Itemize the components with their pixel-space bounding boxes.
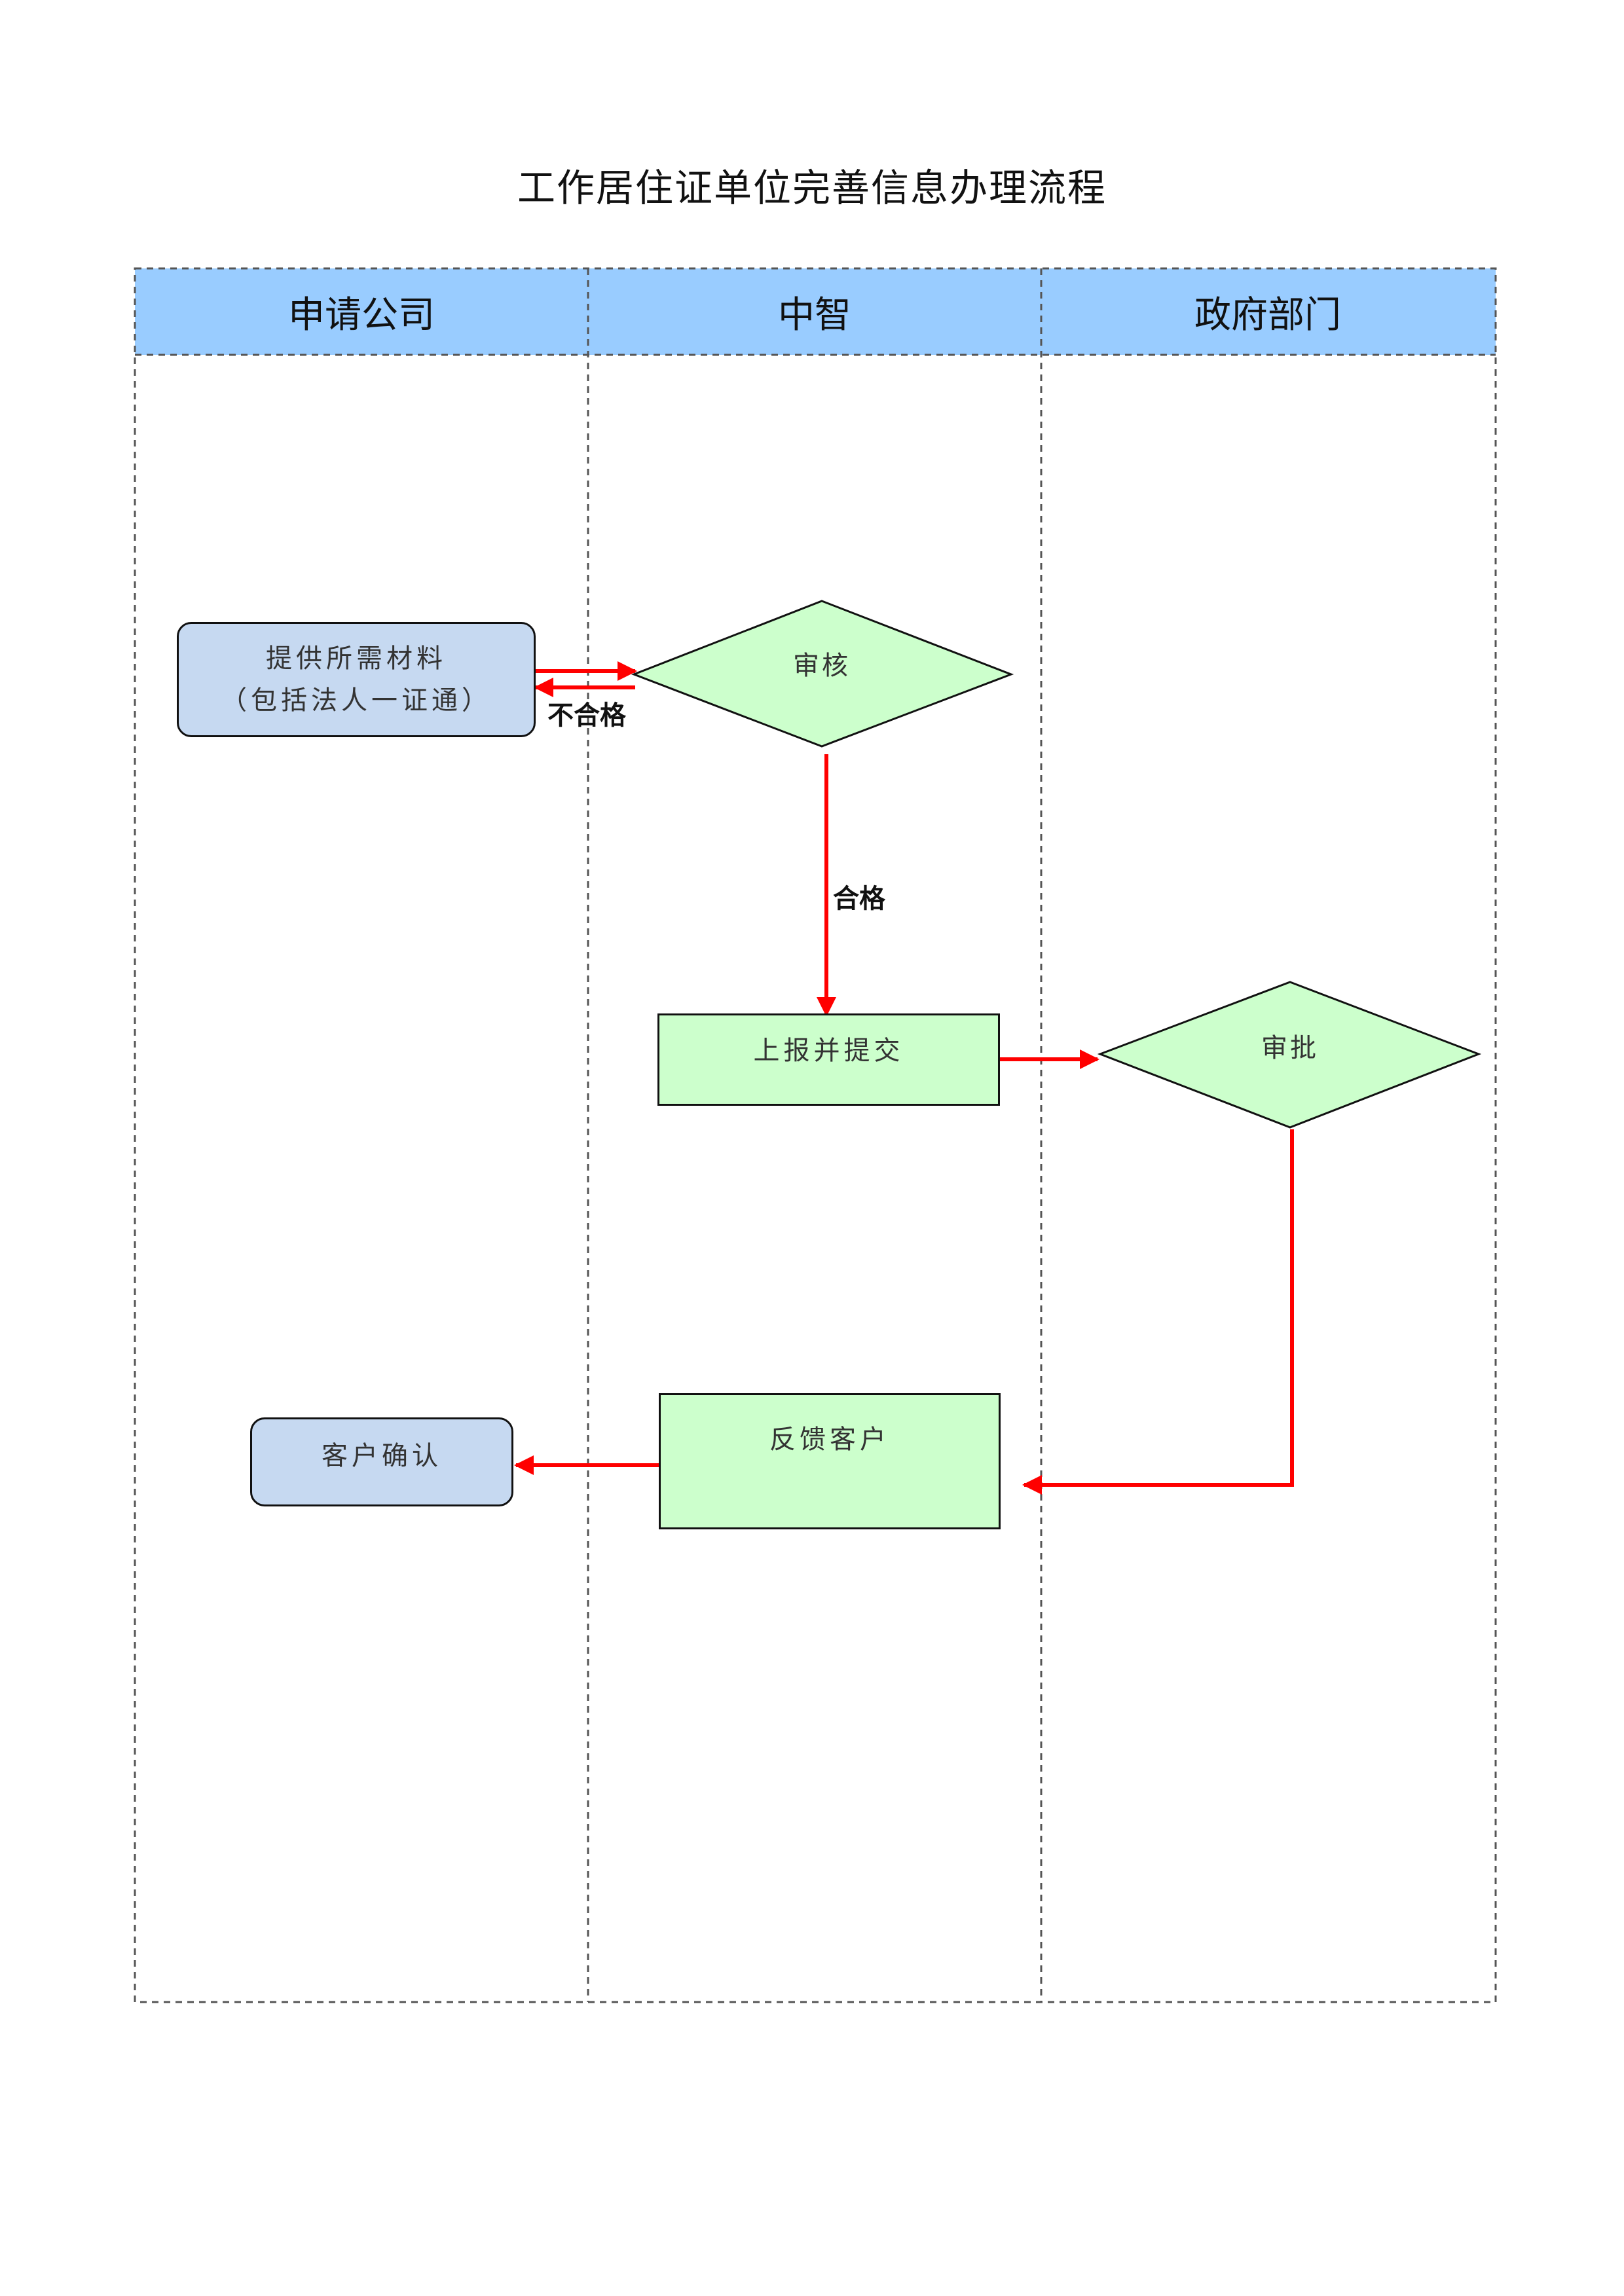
edge-label-qualified: 合格 xyxy=(833,884,885,914)
approve-label: 审批 xyxy=(1261,1033,1319,1063)
swimlane-outer-border xyxy=(134,267,1497,2003)
provide-materials-line1: 提供所需材料 xyxy=(266,644,447,674)
edge-label-unqualified: 不合格 xyxy=(547,701,626,731)
arrow-approve-to-feedback xyxy=(1022,1129,1294,1495)
swimlane-header-band xyxy=(135,268,1496,355)
review-diamond xyxy=(631,600,1014,748)
report-submit-label: 上报并提交 xyxy=(753,1036,904,1066)
customer-confirm-label: 客户确认 xyxy=(322,1441,442,1471)
swimlane-grid xyxy=(134,267,1497,2003)
approve-diamond xyxy=(1097,981,1482,1129)
lane-header-applicant: 申请公司 xyxy=(288,293,435,337)
page-title: 工作居住证单位完善信息办理流程 xyxy=(517,166,1107,210)
feedback-customer-label: 反馈客户 xyxy=(769,1425,890,1455)
provide-materials-line2: （包括法人一证通） xyxy=(221,685,492,716)
customer-confirm-node: 客户确认 xyxy=(250,1417,513,1506)
report-submit-node: 上报并提交 xyxy=(657,1013,1000,1106)
lane-header-zhongzhi: 中智 xyxy=(778,293,851,337)
review-label: 审核 xyxy=(793,651,851,681)
lane-header-government: 政府部门 xyxy=(1194,293,1341,337)
feedback-customer-node: 反馈客户 xyxy=(659,1393,1001,1529)
provide-materials-node: 提供所需材料 （包括法人一证通） xyxy=(177,622,536,737)
